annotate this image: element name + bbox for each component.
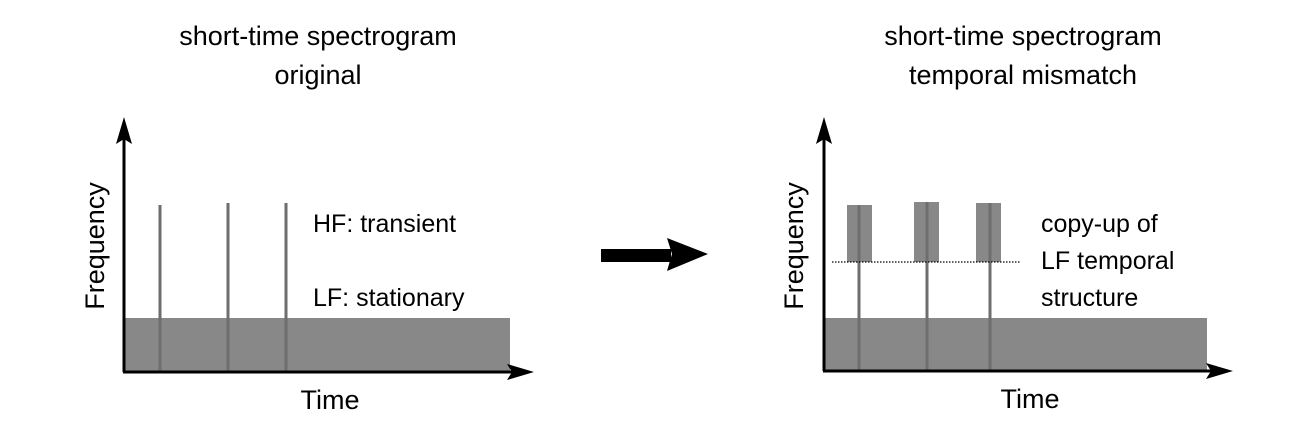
left-title-line1: short-time spectrogram xyxy=(179,21,457,51)
left-lf-band xyxy=(125,318,510,371)
right-annotation-line2: LF temporal xyxy=(1041,247,1174,275)
transform-arrow xyxy=(601,238,708,271)
right-title-line2: temporal mismatch xyxy=(909,60,1137,90)
right-x-label: Time xyxy=(1001,384,1060,414)
left-panel: short-time spectrogram original Time Fre… xyxy=(80,21,534,415)
left-annotation-hf: HF: transient xyxy=(313,210,456,238)
left-y-axis-arrowhead-icon xyxy=(116,117,132,144)
arrow-shaft xyxy=(601,249,671,262)
right-y-label: Frequency xyxy=(779,182,809,310)
left-annotation-lf: LF: stationary xyxy=(313,284,465,312)
right-lf-band xyxy=(825,318,1207,371)
left-title-line2: original xyxy=(274,60,361,90)
right-annotation-line3: structure xyxy=(1041,284,1138,312)
right-y-axis-arrowhead-icon xyxy=(816,117,832,144)
left-x-axis-arrowhead-icon xyxy=(507,364,534,380)
right-x-axis-arrowhead-icon xyxy=(1206,363,1233,379)
left-x-label: Time xyxy=(301,385,360,415)
right-annotation-line1: copy-up of xyxy=(1041,210,1158,238)
arrow-right-icon xyxy=(667,238,708,271)
right-panel: short-time spectrogram temporal mismatch… xyxy=(779,21,1233,414)
right-title-line1: short-time spectrogram xyxy=(884,21,1162,51)
left-y-label: Frequency xyxy=(80,182,110,310)
